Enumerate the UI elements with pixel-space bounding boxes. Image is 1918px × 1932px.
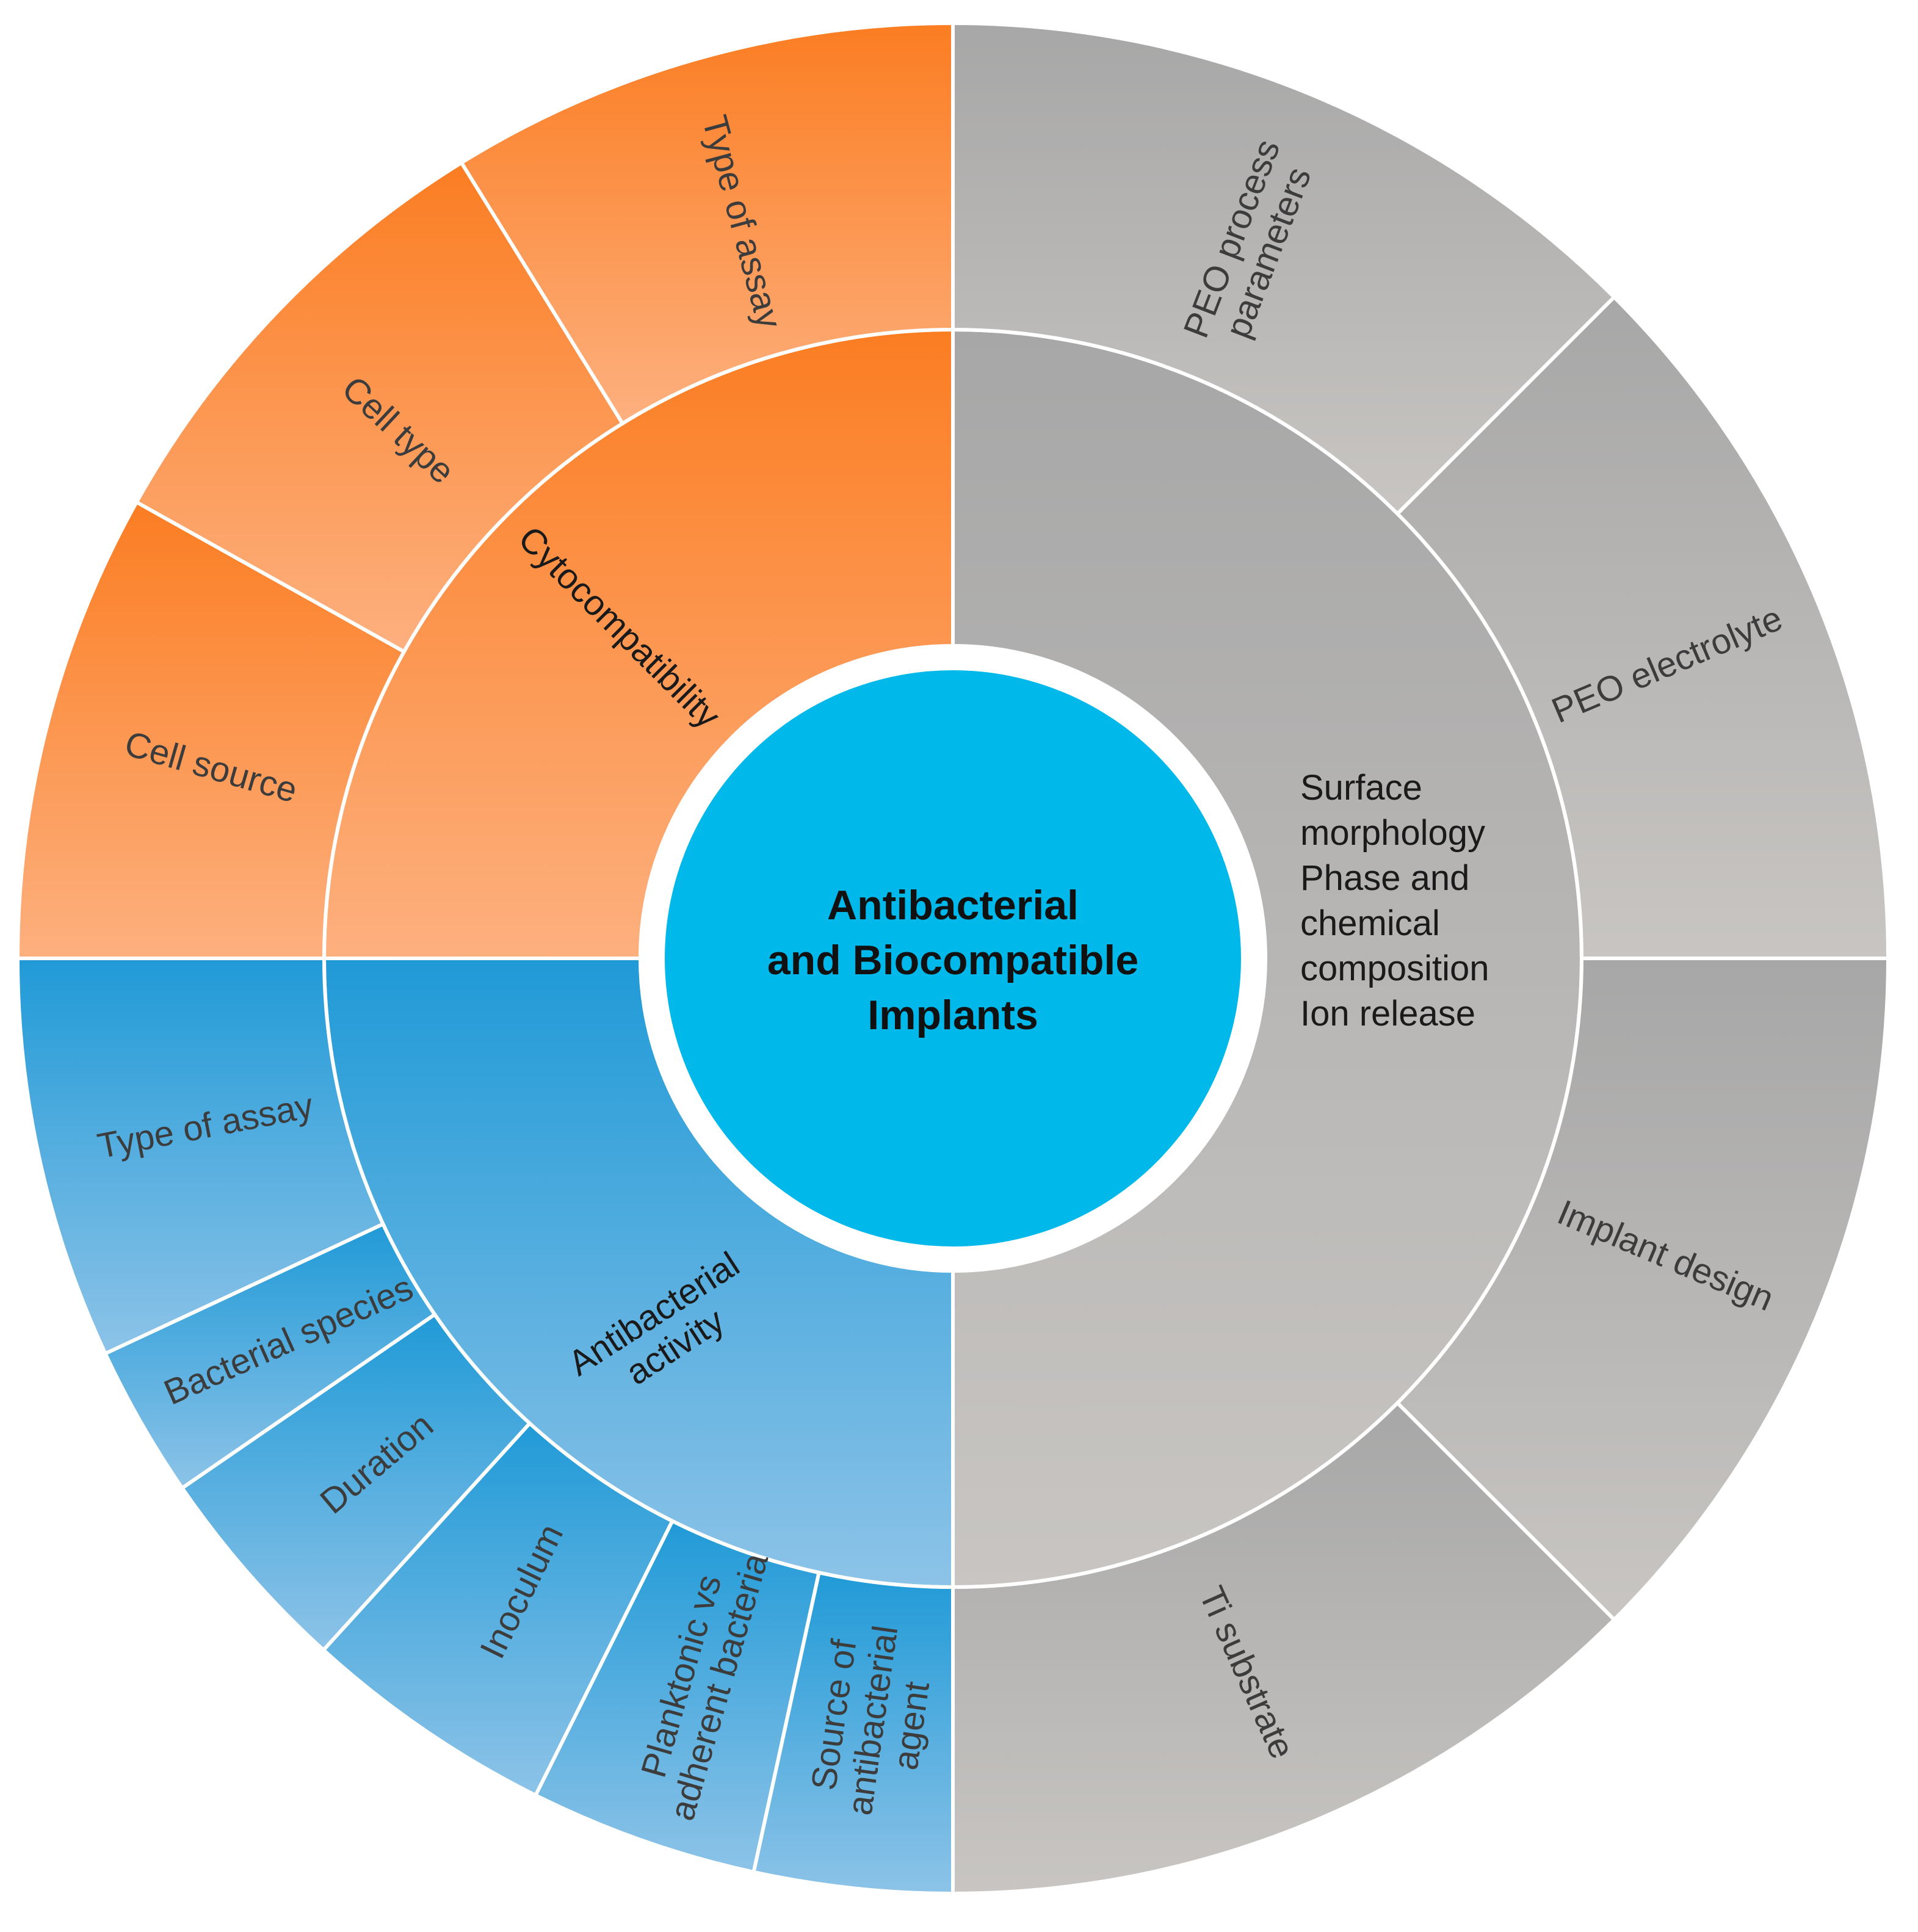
surface-middle-label-line: Surface bbox=[1300, 768, 1422, 808]
antibacterial-outer-label: Source ofantibacterialagent bbox=[801, 1618, 944, 1823]
antibacterial-outer-segment bbox=[103, 1221, 438, 1491]
antibacterial-outer-segment bbox=[15, 957, 386, 1356]
center-title-line: and Biocompatible bbox=[767, 937, 1138, 983]
surface-outer-segment bbox=[951, 21, 1617, 516]
center-title-line: Implants bbox=[867, 992, 1038, 1038]
surface-middle-label-line: morphology bbox=[1300, 813, 1485, 853]
antibacterial-outer-segment bbox=[320, 1420, 675, 1798]
center-title-line: Antibacterial bbox=[827, 882, 1079, 928]
center-circle bbox=[665, 670, 1241, 1246]
antibacterial-outer-segment bbox=[179, 1312, 533, 1653]
antibacterial-outer-segment bbox=[533, 1518, 822, 1875]
surface-middle-label-line: composition bbox=[1300, 949, 1489, 988]
antibacterial-outer-segment bbox=[751, 1570, 955, 1896]
segments-layer bbox=[15, 21, 1891, 1896]
surface-middle-label-line: Ion release bbox=[1300, 994, 1475, 1033]
surface-middle-label-line: Phase and bbox=[1300, 858, 1469, 898]
surface-outer-segment bbox=[1395, 957, 1891, 1623]
surface-outer-segment bbox=[951, 1400, 1617, 1896]
surface-middle-label-line: chemical bbox=[1300, 903, 1440, 943]
surface-outer-segment bbox=[1395, 294, 1891, 960]
